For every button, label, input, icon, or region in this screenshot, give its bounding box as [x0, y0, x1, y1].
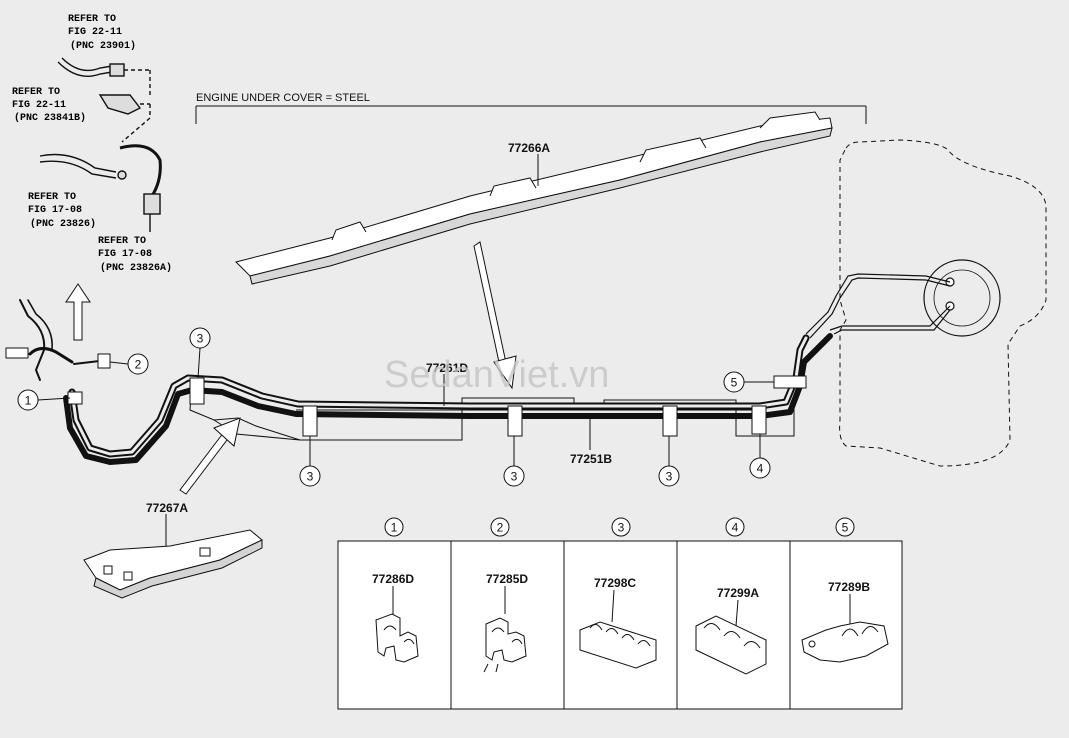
callout-3-a: 3 — [299, 436, 321, 487]
fuel-pump-unit — [923, 259, 1001, 337]
legend-header-2: 2 — [490, 517, 510, 537]
legend-part-3: 77298C — [594, 576, 636, 590]
clamp-3c — [507, 405, 523, 437]
assembly-arrow-down — [473, 241, 517, 390]
bracket-77267A — [83, 529, 263, 599]
ref1-line3: (PNC 23901) — [70, 40, 136, 52]
tank-lines — [805, 273, 951, 339]
ref2-line3: (PNC 23841B) — [14, 112, 86, 124]
reference-label-2: REFER TO FIG 22-11 (PNC 23841B) — [12, 87, 86, 124]
ref4-line2: FIG 17-08 — [98, 249, 152, 260]
callout-3-top: 3 — [189, 327, 211, 379]
callout-4: 4 — [749, 434, 771, 479]
engine-cover-bracket — [195, 105, 867, 124]
ref1-line2: FIG 22-11 — [68, 27, 122, 38]
legend-header-1: 1 — [384, 517, 404, 537]
callout-3-b-text: 3 — [511, 470, 518, 484]
clamp-77285D-illustration — [483, 617, 527, 673]
callout-4-text: 4 — [757, 462, 764, 476]
clamp-legend-table: 1 2 3 4 5 77286D 77285D 77298C 77299A 77… — [337, 517, 903, 710]
ref3-line1: REFER TO — [28, 192, 76, 203]
ref3-line2: FIG 17-08 — [28, 205, 82, 216]
legend-num-2: 2 — [497, 521, 504, 535]
watermark: SedanViet.vn — [384, 354, 609, 396]
ref2-line1: REFER TO — [12, 87, 60, 98]
fuel-line-assembly — [5, 299, 833, 465]
part-label-77266A: 77266A — [508, 141, 550, 155]
part-label-77251B: 77251B — [570, 452, 612, 466]
legend-part-4: 77299A — [717, 586, 759, 600]
ref1-line1: REFER TO — [68, 14, 116, 25]
legend-leaders — [392, 586, 851, 627]
ref3-line3: (PNC 23826) — [30, 218, 96, 230]
ref4-line1: REFER TO — [98, 236, 146, 247]
callout-2: 2 — [109, 353, 149, 375]
clamp-77299A-illustration — [695, 615, 767, 675]
callout-3-b: 3 — [503, 436, 525, 487]
legend-part-2: 77285D — [486, 572, 528, 586]
callout-3-top-text: 3 — [197, 332, 204, 346]
legend-part-5: 77289B — [828, 580, 870, 594]
clamp-77298C-illustration — [579, 621, 657, 669]
clamp-77286D-illustration — [375, 613, 419, 663]
legend-num-3: 3 — [618, 521, 625, 535]
callout-1: 1 — [17, 389, 71, 411]
under-cover-77266A — [235, 111, 833, 285]
callout-3-a-text: 3 — [307, 470, 314, 484]
legend-num-5: 5 — [842, 521, 849, 535]
callout-2-text: 2 — [135, 358, 142, 372]
upper-hose-assembly — [39, 57, 162, 232]
callout-5-text: 5 — [731, 376, 738, 390]
clamp-1 — [67, 391, 83, 405]
reference-label-1: REFER TO FIG 22-11 (PNC 23901) — [68, 14, 136, 52]
part-label-77261D: 77261D — [426, 361, 468, 375]
engine-cover-note: ENGINE UNDER COVER = STEEL — [196, 92, 370, 104]
clamp-4 — [751, 405, 767, 435]
legend-header-3: 3 — [611, 517, 631, 537]
clamp-77289B-illustration — [801, 621, 889, 663]
clamp-3a — [189, 377, 205, 405]
reference-label-3: REFER TO FIG 17-08 (PNC 23826) — [28, 192, 96, 230]
legend-num-4: 4 — [732, 521, 739, 535]
callout-3-c-text: 3 — [666, 470, 673, 484]
ref4-line3: (PNC 23826A) — [100, 262, 172, 274]
clamp-3d — [662, 405, 678, 437]
ref2-line2: FIG 22-11 — [12, 100, 66, 111]
callout-3-c: 3 — [658, 436, 680, 487]
legend-header-4: 4 — [725, 517, 745, 537]
legend-header-5: 5 — [835, 517, 855, 537]
legend-part-1: 77286D — [372, 572, 414, 586]
assembly-arrow-panel — [179, 417, 241, 495]
assembly-arrow-up — [65, 283, 91, 341]
clamp-3b — [302, 405, 318, 437]
legend-num-1: 1 — [391, 521, 398, 535]
reference-label-4: REFER TO FIG 17-08 (PNC 23826A) — [98, 236, 172, 274]
clamp-2 — [97, 353, 111, 369]
part-label-77267A: 77267A — [146, 501, 188, 515]
clamp-5 — [773, 375, 807, 389]
callout-1-text: 1 — [25, 394, 32, 408]
legend-frame — [337, 540, 903, 710]
callout-5: 5 — [723, 371, 774, 393]
fuel-tank-outline — [839, 139, 1047, 467]
